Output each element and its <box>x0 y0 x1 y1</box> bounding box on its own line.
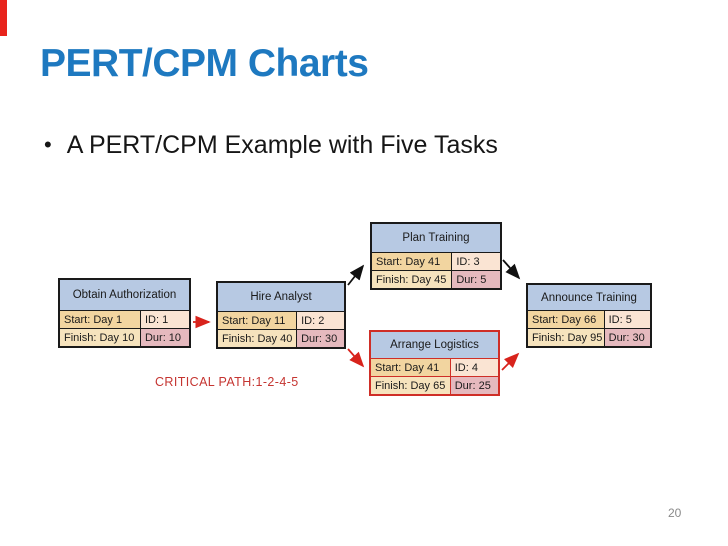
task-title: Plan Training <box>372 224 500 252</box>
page-number: 20 <box>668 506 682 520</box>
task-title: Hire Analyst <box>218 283 344 311</box>
task-box-hire-analyst: Hire Analyst Start: Day 11 ID: 2 Finish:… <box>216 281 346 349</box>
arrow-task2-task4 <box>347 348 365 368</box>
red-corner-accent <box>0 0 7 36</box>
bullet-text: A PERT/CPM Example with Five Tasks <box>66 131 498 159</box>
task-title: Obtain Authorization <box>60 280 189 310</box>
task-start: Start: Day 41 <box>371 358 450 376</box>
task-finish: Finish: Day 95 <box>528 328 604 346</box>
task-finish: Finish: Day 10 <box>60 328 140 346</box>
task-start: Start: Day 11 <box>218 311 297 329</box>
task-title: Announce Training <box>528 285 650 310</box>
pert-cpm-diagram: Obtain Authorization Start: Day 1 ID: 1 … <box>50 210 710 410</box>
task-start: Start: Day 66 <box>528 310 604 328</box>
task-title: Arrange Logistics <box>371 332 498 358</box>
task-id: ID: 4 <box>449 358 498 376</box>
task-dur: Dur: 30 <box>296 329 344 347</box>
task-dur: Dur: 10 <box>139 328 189 346</box>
task-id: ID: 2 <box>296 311 344 329</box>
task-start: Start: Day 41 <box>372 252 452 270</box>
slide-title: PERT/CPM Charts <box>40 42 369 85</box>
task-finish: Finish: Day 65 <box>371 376 450 394</box>
arrow-task4-task5 <box>501 352 520 371</box>
task-finish: Finish: Day 45 <box>372 270 452 288</box>
task-id: ID: 5 <box>603 310 650 328</box>
task-finish: Finish: Day 40 <box>218 329 297 347</box>
task-id: ID: 1 <box>139 310 189 328</box>
bullet-icon: • <box>44 132 52 157</box>
critical-path-label: CRITICAL PATH:1-2-4-5 <box>155 375 299 389</box>
arrow-task2-task3 <box>347 264 365 286</box>
task-box-obtain-authorization: Obtain Authorization Start: Day 1 ID: 1 … <box>58 278 191 348</box>
task-id: ID: 3 <box>451 252 500 270</box>
task-box-arrange-logistics: Arrange Logistics Start: Day 41 ID: 4 Fi… <box>369 330 500 396</box>
task-start: Start: Day 1 <box>60 310 140 328</box>
task-box-announce-training: Announce Training Start: Day 66 ID: 5 Fi… <box>526 283 652 348</box>
task-box-plan-training: Plan Training Start: Day 41 ID: 3 Finish… <box>370 222 502 290</box>
bullet-line: • A PERT/CPM Example with Five Tasks <box>44 129 684 161</box>
arrow-task3-task5 <box>502 259 521 280</box>
task-dur: Dur: 5 <box>451 270 500 288</box>
task-dur: Dur: 25 <box>449 376 498 394</box>
task-dur: Dur: 30 <box>603 328 650 346</box>
